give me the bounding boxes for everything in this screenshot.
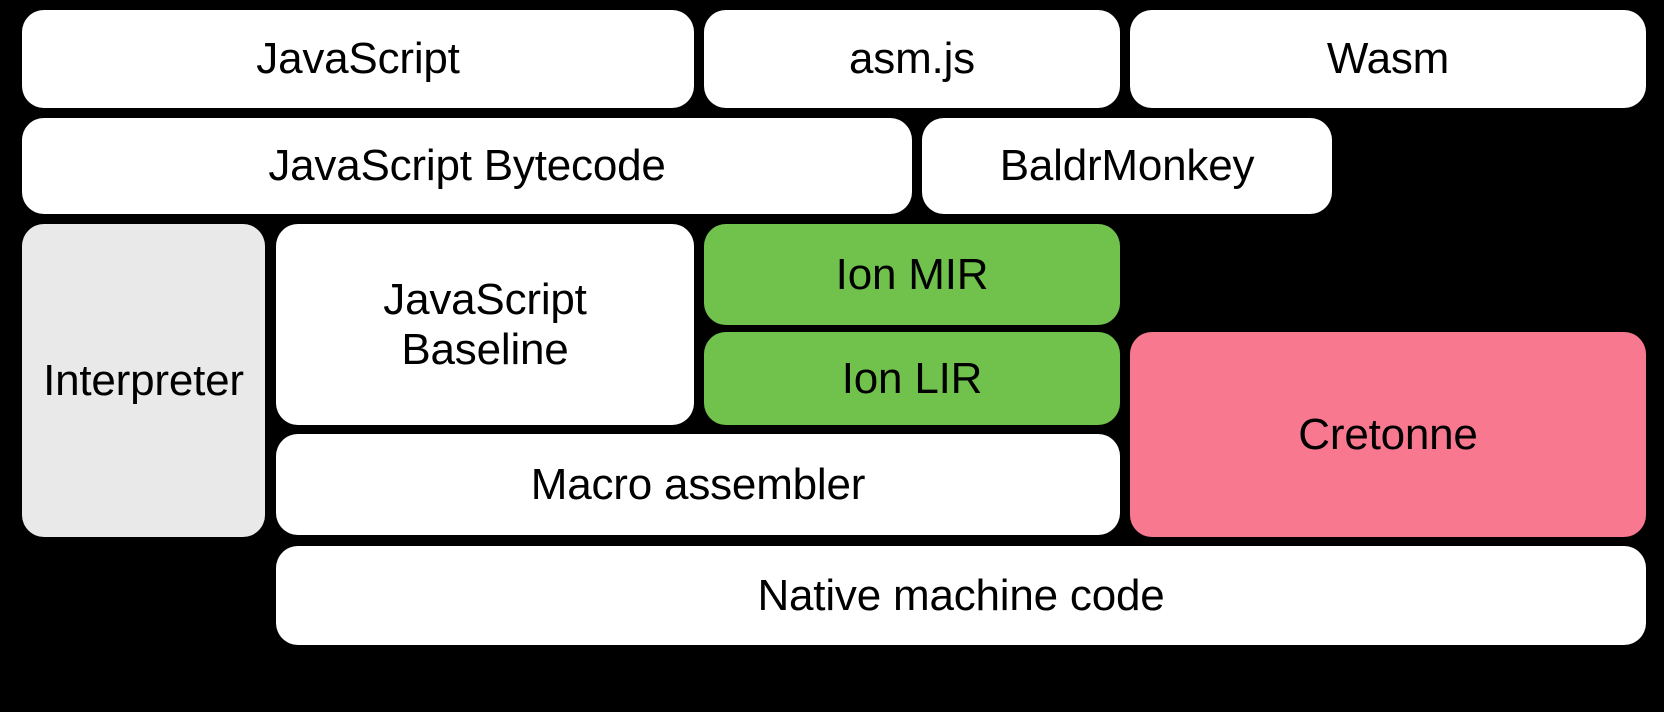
- diagram-box-asm-js: asm.js: [704, 10, 1120, 108]
- diagram-box-wasm: Wasm: [1130, 10, 1646, 108]
- diagram-box-javascript-baseline: JavaScript Baseline: [276, 224, 694, 425]
- diagram-box-interpreter: Interpreter: [22, 224, 265, 537]
- diagram-box-native-machine-code: Native machine code: [276, 546, 1646, 645]
- diagram-box-baldrmonkey: BaldrMonkey: [922, 118, 1332, 214]
- diagram-box-ion-lir: Ion LIR: [704, 332, 1120, 425]
- diagram-box-ion-mir: Ion MIR: [704, 224, 1120, 325]
- diagram-box-javascript-bytecode: JavaScript Bytecode: [22, 118, 912, 214]
- diagram-box-cretonne: Cretonne: [1130, 332, 1646, 537]
- diagram-box-macro-assembler: Macro assembler: [276, 434, 1120, 535]
- diagram-box-javascript: JavaScript: [22, 10, 694, 108]
